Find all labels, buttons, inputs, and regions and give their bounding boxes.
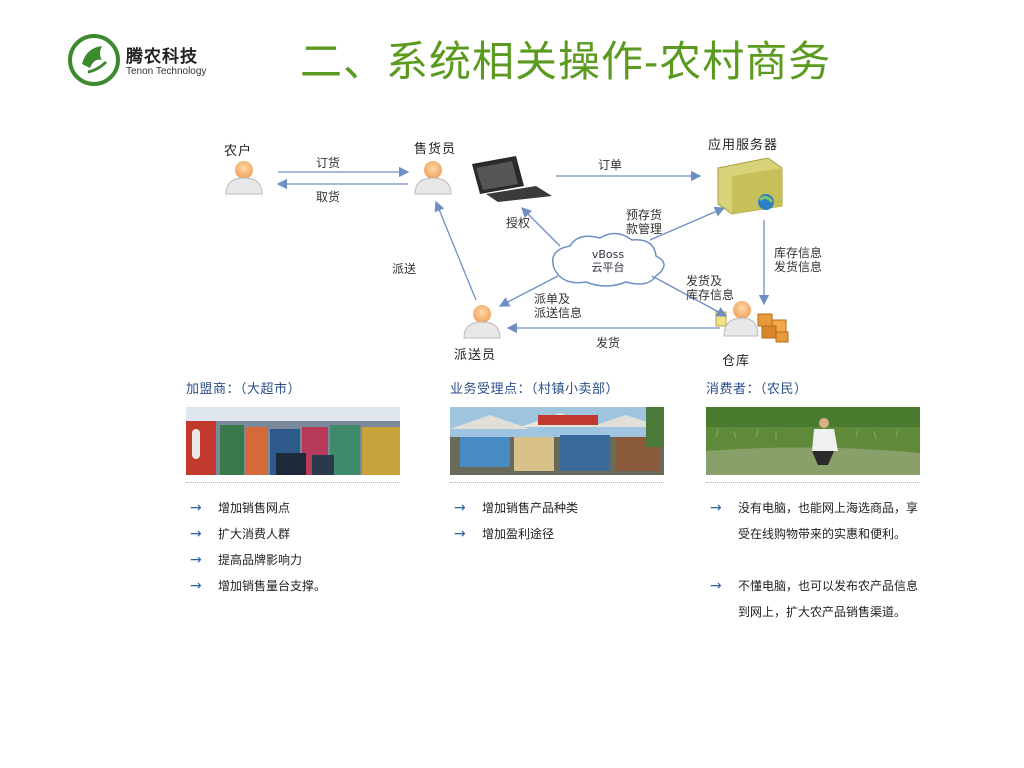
column-divider: [450, 482, 664, 483]
arrow-right-icon: →: [454, 500, 466, 516]
list-item-text: 增加销售网点: [218, 501, 291, 515]
label-order-goods: 订货: [316, 156, 341, 170]
column-heading: 业务受理点：（村镇小卖部）: [450, 382, 620, 397]
node-farmer: 农户: [224, 144, 253, 159]
arrow-deposit: [649, 206, 726, 241]
label-deposit-line2: 款管理: [626, 222, 663, 236]
column-service-point: 业务受理点：（村镇小卖部） → 增加销售产品种类 → 增加盈利途径: [450, 378, 664, 547]
arrow-dispatch: [434, 200, 477, 301]
deliverer-person-icon: [463, 305, 501, 339]
column-franchisee: 加盟商：（大超市） → 增加销售网点 → 扩大消费人群 → 提高品牌影响力 → 增加销售…: [186, 378, 400, 599]
arrow-right-icon: →: [190, 500, 202, 516]
label-dispatch-info-line1: 派单及: [534, 292, 571, 306]
leaf-logo-icon: [68, 34, 120, 86]
label-dispatch-info-line2: 派送信息: [534, 306, 583, 320]
cloud-label-line2: 云平台: [591, 261, 625, 274]
logo-name-cn: 腾农科技: [126, 47, 198, 67]
list-item: → 增加销售产品种类: [450, 495, 664, 521]
label-ship-stock-line2: 库存信息: [686, 288, 735, 302]
label-inventory-info-line1: 库存信息: [774, 246, 823, 260]
arrow-right-icon: →: [710, 578, 722, 594]
node-deliverer: 派送员: [454, 348, 497, 363]
list-item-text: 提高品牌影响力: [218, 553, 303, 567]
list-item: → 没有电脑，也能网上海选商品，享受在线购物带来的实惠和便利。: [706, 495, 920, 547]
benefit-list: → 增加销售网点 → 扩大消费人群 → 提高品牌影响力 → 增加销售量台支撑。: [186, 495, 400, 599]
node-warehouse: 仓库: [722, 354, 751, 369]
list-item-text: 增加盈利途径: [482, 527, 555, 541]
workflow-diagram-graphics: [225, 156, 789, 343]
company-logo: 腾农科技 Tenon Technology: [68, 34, 228, 90]
server-icon: [717, 157, 783, 215]
label-order: 订单: [598, 158, 623, 172]
list-item-text: 增加销售产品种类: [482, 501, 579, 515]
label-ship-stock: 发货及 库存信息: [686, 274, 734, 302]
label-deposit: 预存货 款管理: [626, 208, 662, 236]
list-item: → 不懂电脑，也可以发布农产品信息到网上，扩大农产品销售渠道。: [706, 573, 920, 625]
label-inventory-info-line2: 发货信息: [774, 260, 823, 274]
benefit-list: → 增加销售产品种类 → 增加盈利途径: [450, 495, 664, 547]
label-ship-stock-line1: 发货及: [686, 274, 723, 288]
arrow-right-icon: →: [190, 526, 202, 542]
column-divider: [706, 482, 920, 483]
list-item-text: 不懂电脑，也可以发布农产品信息到网上，扩大农产品销售渠道。: [738, 579, 919, 619]
benefit-list: → 没有电脑，也能网上海选商品，享受在线购物带来的实惠和便利。 → 不懂电脑，也可以…: [706, 495, 920, 625]
label-authorize: 授权: [506, 216, 531, 230]
list-item: → 增加销售量台支撑。: [186, 573, 400, 599]
farmer-person-icon: [225, 161, 263, 195]
list-item: → 增加盈利途径: [450, 521, 664, 547]
farmer-field-photo: [706, 407, 920, 475]
salesperson-person-icon: [414, 161, 452, 195]
node-server: 应用服务器: [708, 138, 779, 153]
list-item-text: 增加销售量台支撑。: [218, 579, 327, 593]
list-item: → 增加销售网点: [186, 495, 400, 521]
column-heading: 消费者：（农民）: [706, 382, 808, 397]
arrow-right-icon: →: [710, 500, 722, 516]
arrow-right-icon: →: [454, 526, 466, 542]
column-consumer: 消费者：（农民） → 没有电脑，也能网上海选商品，享受在线购物带来的实惠和便利。 …: [706, 378, 920, 625]
village-shop-photo: [450, 407, 664, 475]
label-dispatch-info: 派单及 派送信息: [534, 292, 582, 320]
label-ship: 发货: [596, 336, 621, 350]
list-item-text: 扩大消费人群: [218, 527, 291, 541]
label-pickup: 取货: [316, 190, 341, 204]
label-inventory-info: 库存信息 发货信息: [774, 246, 822, 274]
workflow-diagram: 农户 售货员 应用服务器 派送员 仓库 vBoss 云平台 订货 取货 订单 授…: [186, 128, 926, 372]
label-deposit-line1: 预存货: [626, 208, 663, 222]
column-heading: 加盟商：（大超市）: [186, 382, 302, 397]
arrow-dispatch-info: [498, 275, 559, 307]
warehouse-icon: [715, 301, 789, 343]
label-dispatch: 派送: [392, 262, 417, 276]
list-item: → 扩大消费人群: [186, 521, 400, 547]
arrow-right-icon: →: [190, 552, 202, 568]
arrow-ship-stock: [651, 275, 728, 317]
column-divider: [186, 482, 400, 483]
node-salesperson: 售货员: [414, 142, 457, 157]
logo-name-en: Tenon Technology: [126, 66, 207, 77]
arrow-authorize: [521, 207, 561, 247]
supermarket-photo: [186, 407, 400, 475]
page-title: 二、系统相关操作-农村商务: [300, 37, 832, 86]
list-item: → 提高品牌影响力: [186, 547, 400, 573]
list-item-text: 没有电脑，也能网上海选商品，享受在线购物带来的实惠和便利。: [738, 501, 919, 541]
cloud-platform-icon: [552, 232, 665, 287]
cloud-label-line1: vBoss: [591, 248, 625, 261]
cloud-label: vBoss 云平台: [578, 248, 638, 274]
pos-terminal-icon: [472, 156, 552, 202]
arrow-right-icon: →: [190, 578, 202, 594]
